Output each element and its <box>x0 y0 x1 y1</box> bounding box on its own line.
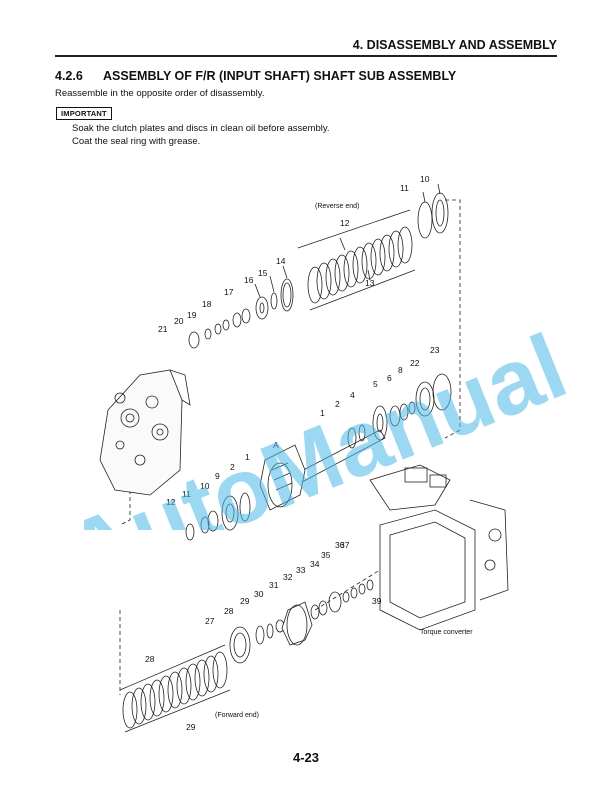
part-label: 13 <box>365 278 375 288</box>
reverse-end-caption: (Reverse end) <box>315 203 359 210</box>
part-label: 31 <box>269 580 279 590</box>
section-heading: 4.2.6 ASSEMBLY OF F/R (INPUT SHAFT) SHAFT… <box>55 69 456 83</box>
part-label: 30 <box>254 589 264 599</box>
important-badge: IMPORTANT <box>56 107 112 120</box>
part-label: 9 <box>215 471 220 481</box>
part-label: 1 <box>320 408 325 418</box>
part-label: 33 <box>296 565 306 575</box>
part-label: 2 <box>230 462 235 472</box>
forward-end-caption: (Forward end) <box>215 712 259 719</box>
part-label: 23 <box>430 345 440 355</box>
part-label: 32 <box>283 572 293 582</box>
part-label: 27 <box>205 616 215 626</box>
header-title: 4. DISASSEMBLY AND ASSEMBLY <box>352 38 557 52</box>
part-label: 6 <box>387 373 392 383</box>
part-label: 8 <box>398 365 403 375</box>
part-label: 21 <box>158 324 168 334</box>
input-shaft-assembly <box>259 429 386 511</box>
part-label: 37 <box>340 540 350 550</box>
part-label: 35 <box>321 550 331 560</box>
part-label: 29 <box>186 722 196 732</box>
part-label: 28 <box>224 606 234 616</box>
part-label: 17 <box>224 287 234 297</box>
part-label: 18 <box>202 299 212 309</box>
important-note: Soak the clutch plates and discs in clea… <box>72 123 330 134</box>
part-label: 5 <box>373 379 378 389</box>
part-label: 16 <box>244 275 254 285</box>
part-label: 4 <box>350 390 355 400</box>
part-label: 22 <box>410 358 420 368</box>
part-label: 2 <box>335 399 340 409</box>
important-note: Coat the seal ring with grease. <box>72 136 201 147</box>
torque-converter-housing <box>369 464 509 631</box>
assembly-a-label: A <box>273 440 279 450</box>
part-label: 39 <box>372 596 382 606</box>
part-label: 14 <box>276 256 286 266</box>
part-label: 34 <box>310 559 320 569</box>
part-label: 11 <box>400 183 409 193</box>
part-label: 1 <box>245 452 250 462</box>
part-label: 10 <box>420 174 430 184</box>
section-title: ASSEMBLY OF F/R (INPUT SHAFT) SHAFT SUB … <box>103 69 457 83</box>
part-label: 15 <box>258 268 268 278</box>
intro-text: Reassemble in the opposite order of disa… <box>55 88 265 99</box>
torque-converter-caption: Torque converter <box>420 629 473 636</box>
page-number: 4-23 <box>292 750 320 765</box>
exploded-view-diagram: (Reverse end) (Forward end) Torque conve… <box>99 174 509 733</box>
part-label: 36 <box>335 540 345 550</box>
part-label: 28 <box>145 654 155 664</box>
part-label: 29 <box>240 596 250 606</box>
part-label: 12 <box>166 497 176 507</box>
part-label: 12 <box>340 218 350 228</box>
header-rule <box>55 55 557 57</box>
part-label: 11 <box>182 489 191 499</box>
part-label: 10 <box>200 481 210 491</box>
section-number: 4.2.6 <box>55 69 83 83</box>
part-label: 19 <box>187 310 197 320</box>
transmission-case-illustration <box>99 369 191 496</box>
forward-clutch-pack <box>119 644 231 733</box>
reverse-clutch-pack <box>297 209 416 311</box>
part-label: 20 <box>174 316 184 326</box>
